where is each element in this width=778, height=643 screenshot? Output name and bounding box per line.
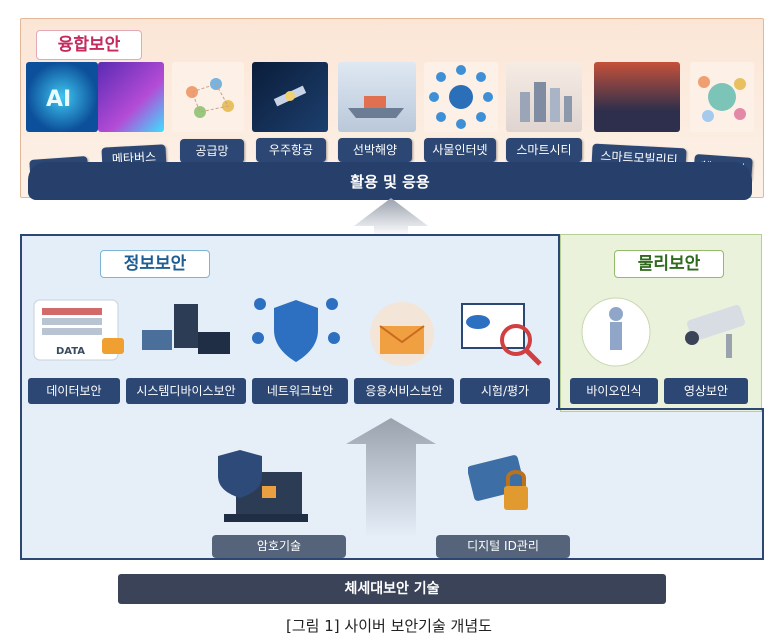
encryption-illustration	[218, 446, 308, 526]
tag-supply-chain: 공급망	[180, 139, 244, 163]
aerospace-illustration	[252, 62, 328, 132]
label-system-device-security: 시스템디바이스보안	[126, 378, 246, 404]
next-gen-security-bar: 체세대보안 기술	[118, 574, 666, 604]
label-digital-id: 디지털 ID관리	[436, 535, 570, 558]
label-network-security: 네트워크보안	[252, 378, 348, 404]
up-arrow-icon	[354, 198, 428, 236]
network-security-illustration	[248, 290, 344, 368]
supply-chain-illustration	[172, 62, 244, 132]
physical-security-title: 물리보안	[614, 250, 724, 278]
data-icon-text: DATA	[56, 346, 85, 357]
metaverse-illustration	[98, 62, 164, 132]
label-test-evaluation: 시험/평가	[460, 378, 550, 404]
ai-illustration: AI	[26, 62, 98, 132]
cctv-illustration	[666, 294, 752, 370]
system-device-illustration	[138, 300, 234, 368]
info-security-title: 정보보안	[100, 250, 210, 278]
up-arrow-large-icon	[346, 418, 436, 538]
data-security-illustration: DATA	[32, 298, 128, 368]
maritime-illustration	[338, 62, 416, 132]
iot-illustration	[424, 62, 498, 132]
tag-maritime: 선박해양	[338, 138, 412, 162]
label-cryptography: 암호기술	[212, 535, 346, 558]
tag-iot: 사물인터넷	[424, 138, 496, 162]
biometric-illustration	[578, 292, 654, 370]
figure-caption: [그림 1] 사이버 보안기술 개념도	[286, 617, 492, 635]
smart-mobility-illustration	[594, 62, 680, 132]
svg-text:AI: AI	[46, 87, 71, 112]
application-service-illustration	[360, 296, 444, 368]
label-biometrics: 바이오인식	[570, 378, 658, 404]
smart-city-illustration	[506, 62, 582, 132]
panel-divider	[556, 408, 762, 410]
tag-smart-city: 스마트시티	[506, 138, 582, 162]
label-data-security: 데이터보안	[28, 378, 120, 404]
label-video-security: 영상보안	[664, 378, 748, 404]
tag-aerospace: 우주항공	[256, 138, 326, 162]
digital-id-illustration	[467, 452, 538, 522]
healthcare-illustration	[690, 62, 754, 132]
convergence-title: 융합보안	[36, 30, 142, 60]
usage-bar: 활용 및 응용	[28, 162, 752, 200]
test-evaluation-illustration	[458, 296, 548, 368]
label-application-service-security: 응용서비스보안	[354, 378, 454, 404]
